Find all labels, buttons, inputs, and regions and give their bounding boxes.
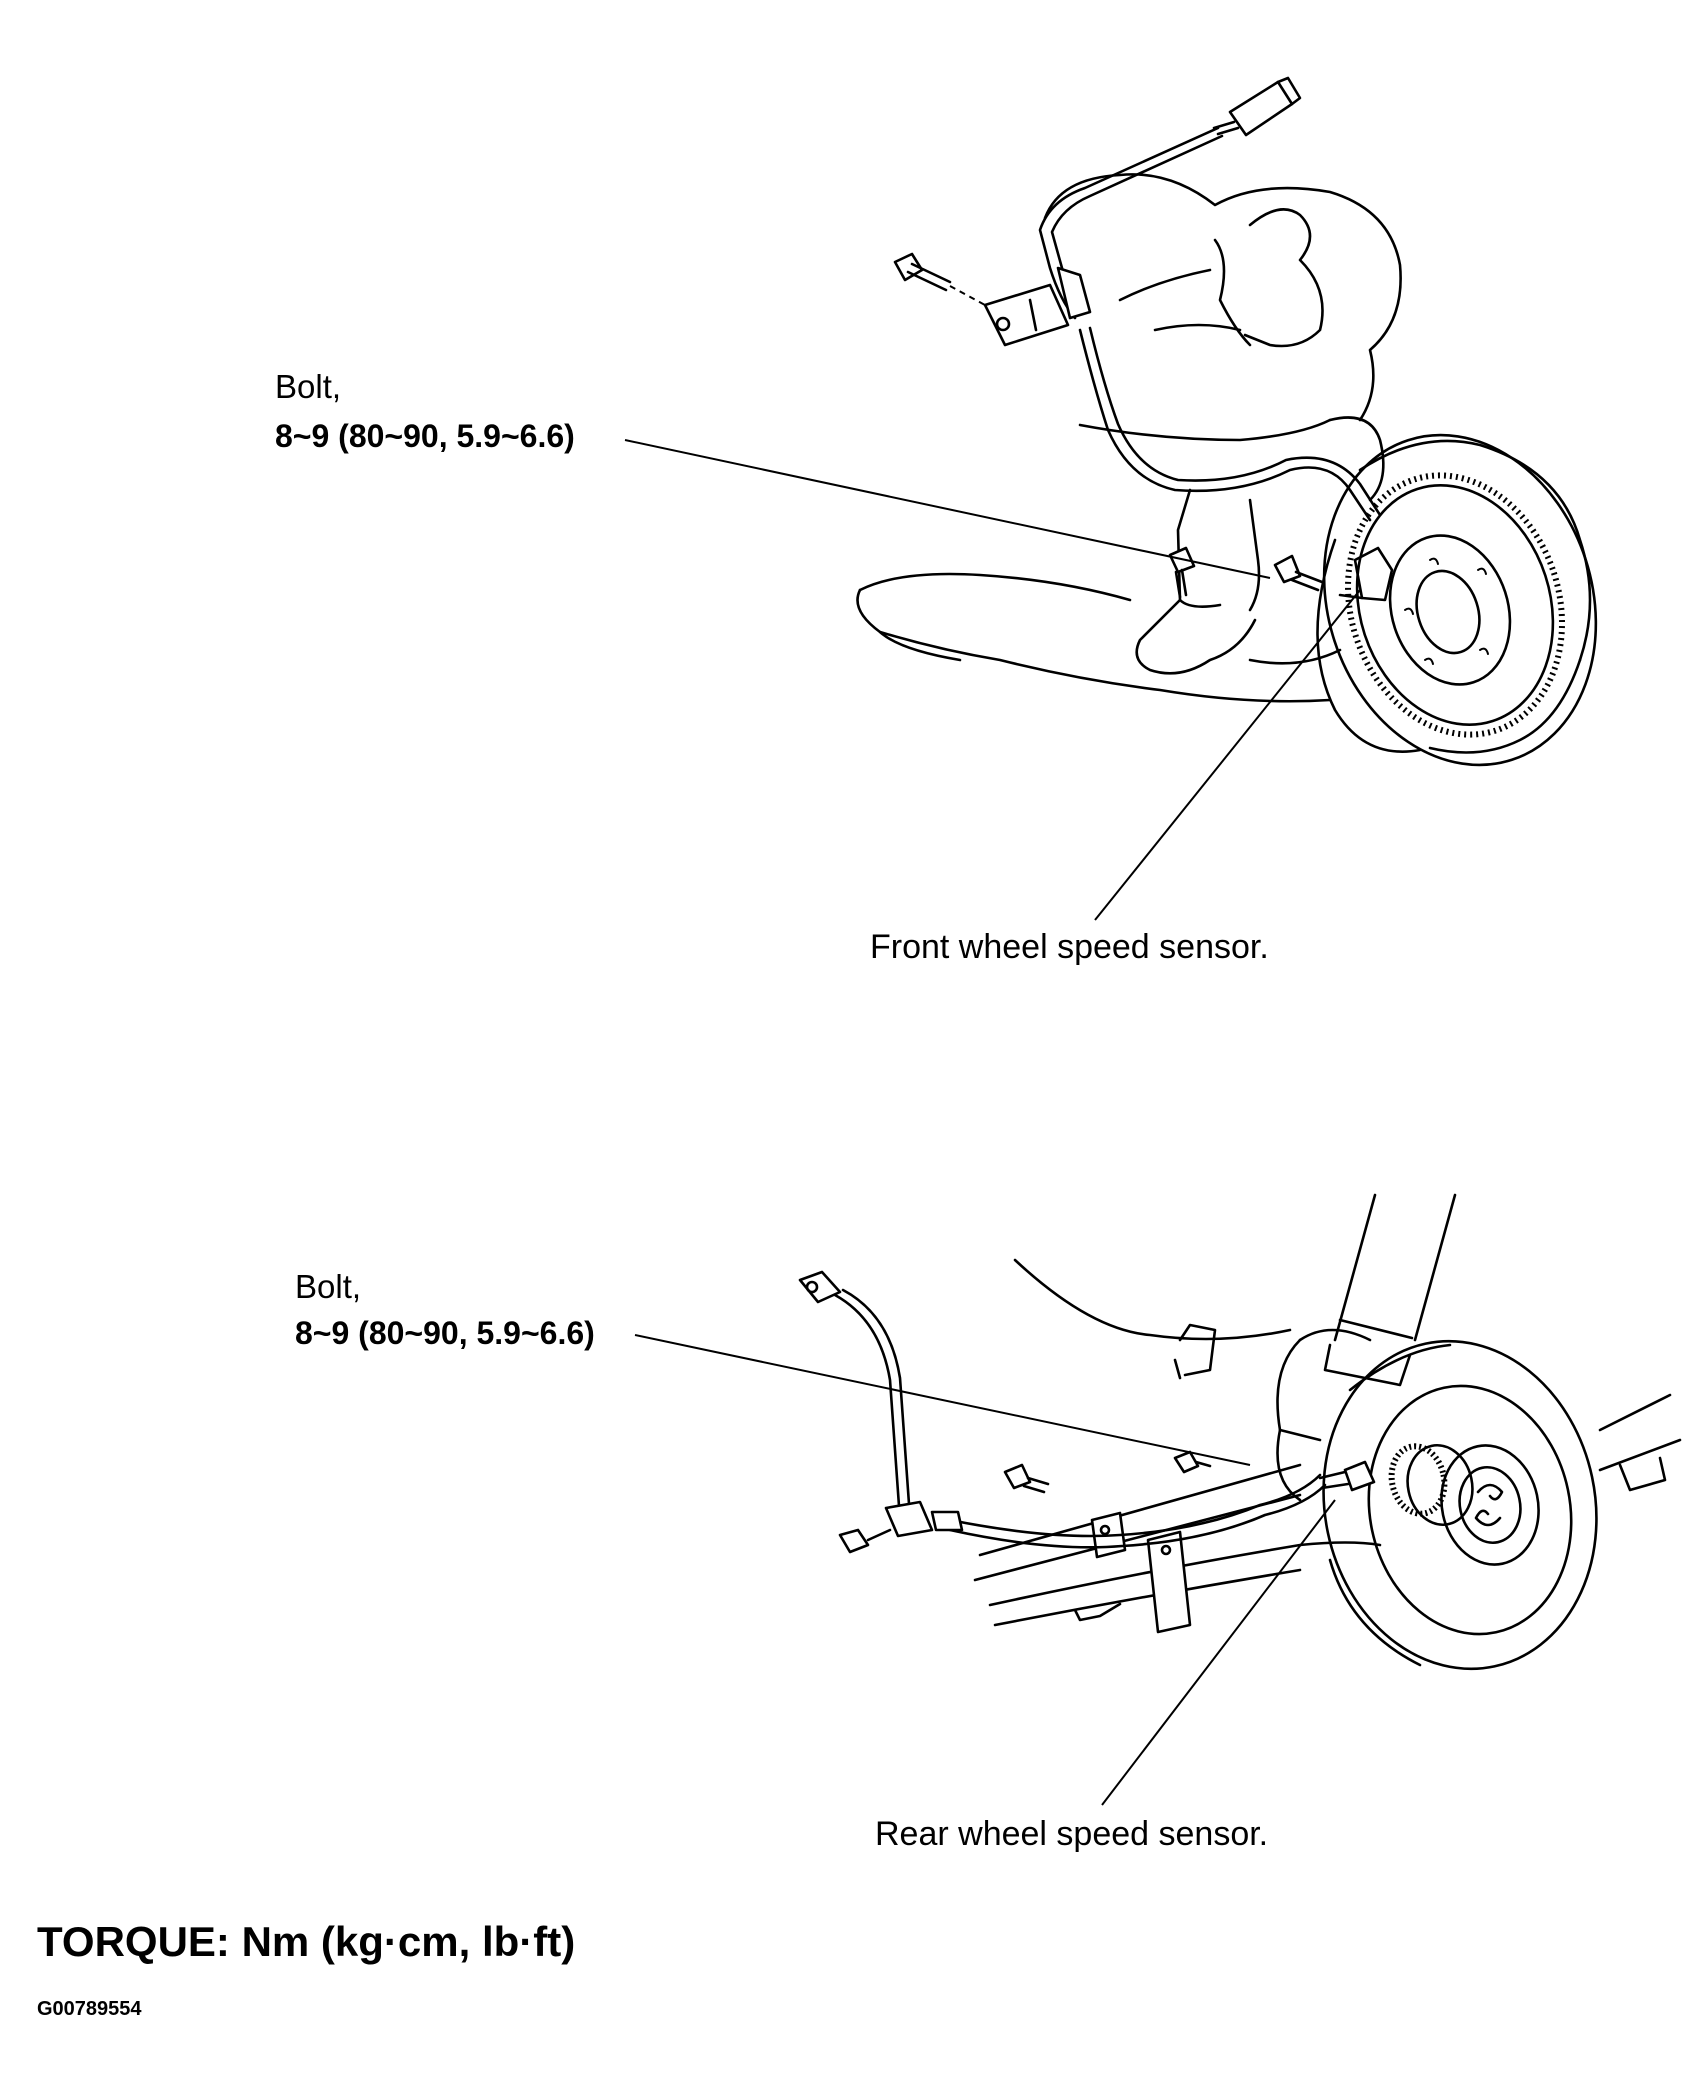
front-steering-knuckle bbox=[1043, 173, 1402, 502]
rear-leaf-spring bbox=[988, 1541, 1382, 1627]
front-bolt-torque: 8~9 (80~90, 5.9~6.6) bbox=[275, 418, 575, 454]
front-wheel-speed-sensor-body bbox=[1338, 546, 1394, 602]
rear-body-panel bbox=[1013, 1258, 1292, 1380]
rear-sensor-leader-line bbox=[1101, 1499, 1336, 1806]
front-harness-connector bbox=[1212, 76, 1302, 137]
front-sensor-caption: Front wheel speed sensor. bbox=[870, 928, 1269, 966]
rear-bolt-label: Bolt, bbox=[295, 1268, 362, 1305]
rear-shock-absorber bbox=[1323, 1193, 1457, 1387]
rear-wheel-speed-sensor-body bbox=[1318, 1460, 1376, 1492]
rear-sensor-harness bbox=[833, 1288, 1327, 1549]
rear-tone-ring bbox=[1388, 1443, 1448, 1517]
front-tone-ring bbox=[1345, 472, 1565, 738]
front-lower-control-arm bbox=[856, 572, 1342, 703]
rear-bolt-torque: 8~9 (80~90, 5.9~6.6) bbox=[295, 1315, 595, 1351]
torque-units-legend: TORQUE: Nm (kg·cm, lb·ft) bbox=[37, 1918, 576, 1965]
rear-sensor-caption: Rear wheel speed sensor. bbox=[875, 1815, 1269, 1853]
rear-bolts bbox=[1003, 1450, 1212, 1494]
front-upper-bolt bbox=[893, 252, 986, 306]
rear-wheel-assembly-drawing bbox=[798, 1193, 1682, 1671]
front-brake-rotor bbox=[1316, 433, 1598, 767]
front-bolt-label: Bolt, bbox=[275, 368, 342, 405]
rear-harness-connector bbox=[798, 1270, 964, 1554]
rear-bolt-leader-line bbox=[634, 1334, 1251, 1466]
figure-id: G00789554 bbox=[37, 1998, 142, 2020]
front-lower-body bbox=[1135, 488, 1261, 675]
rear-backing-plate bbox=[1276, 1328, 1372, 1502]
front-sensor-bolts bbox=[1168, 546, 1324, 599]
front-harness-clip bbox=[983, 266, 1092, 347]
rear-brake-drum bbox=[1322, 1339, 1598, 1671]
front-bolt-leader-line bbox=[624, 439, 1271, 579]
front-wheel-assembly-drawing bbox=[856, 76, 1598, 767]
front-sensor-leader-line bbox=[1094, 589, 1361, 921]
front-sensor-harness bbox=[1038, 126, 1382, 522]
